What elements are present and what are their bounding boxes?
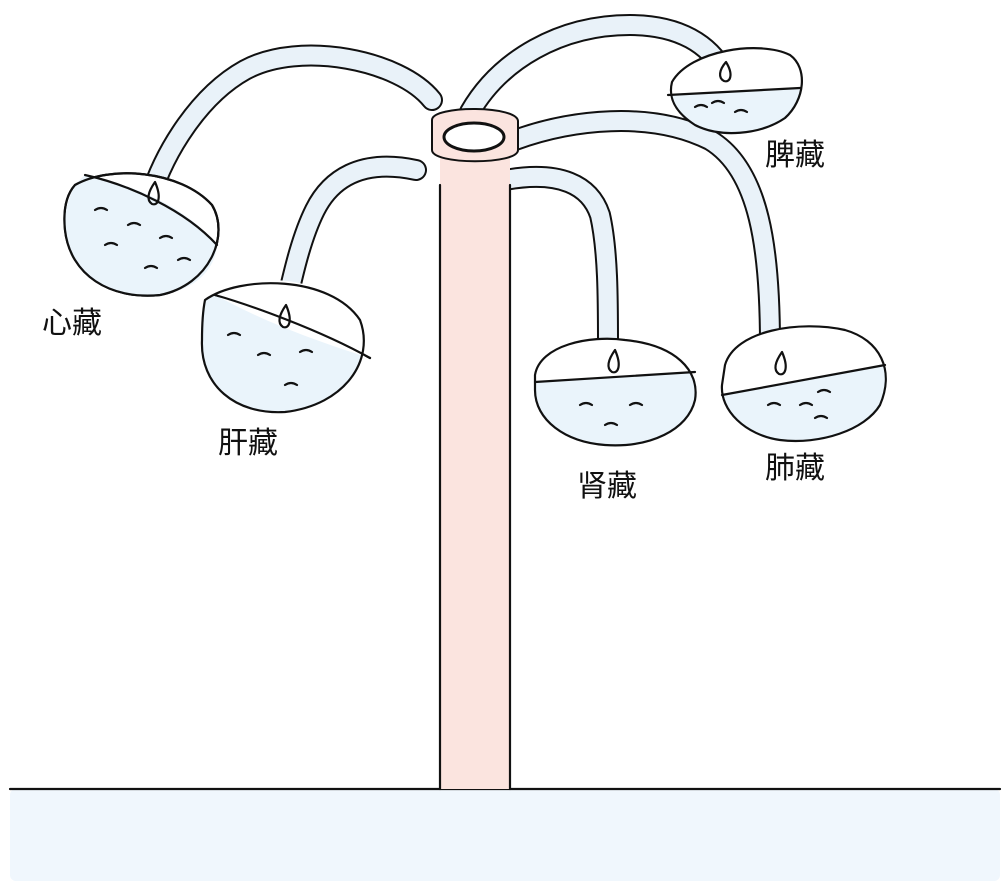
bowl-heart	[63, 172, 220, 297]
label-heart: 心藏	[42, 306, 102, 341]
droplet-icon	[719, 60, 732, 83]
bowl-lung	[720, 325, 887, 442]
pipe-heart	[139, 44, 443, 209]
trunk-opening	[442, 121, 506, 153]
droplet-icon	[278, 303, 291, 329]
bowl-kidney	[533, 337, 697, 447]
label-spleen: 脾藏	[765, 138, 825, 173]
droplet-icon	[774, 350, 787, 376]
pipe-liver	[275, 155, 427, 316]
droplet-icon	[607, 348, 620, 374]
ground-fill	[10, 789, 1000, 881]
pipes	[139, 13, 781, 356]
pipe-spleen	[459, 13, 735, 123]
ground	[8, 787, 1002, 881]
pipe-kidney	[494, 166, 619, 356]
droplet-icon	[147, 180, 160, 206]
label-lung: 肺藏	[765, 451, 825, 486]
label-kidney: 肾藏	[577, 469, 637, 504]
bowl-liver	[200, 280, 372, 414]
bowl-spleen	[666, 47, 803, 135]
trunk	[431, 108, 519, 791]
trunk-body	[440, 150, 510, 789]
label-liver: 肝藏	[218, 426, 278, 461]
pipe-lung	[504, 110, 781, 356]
